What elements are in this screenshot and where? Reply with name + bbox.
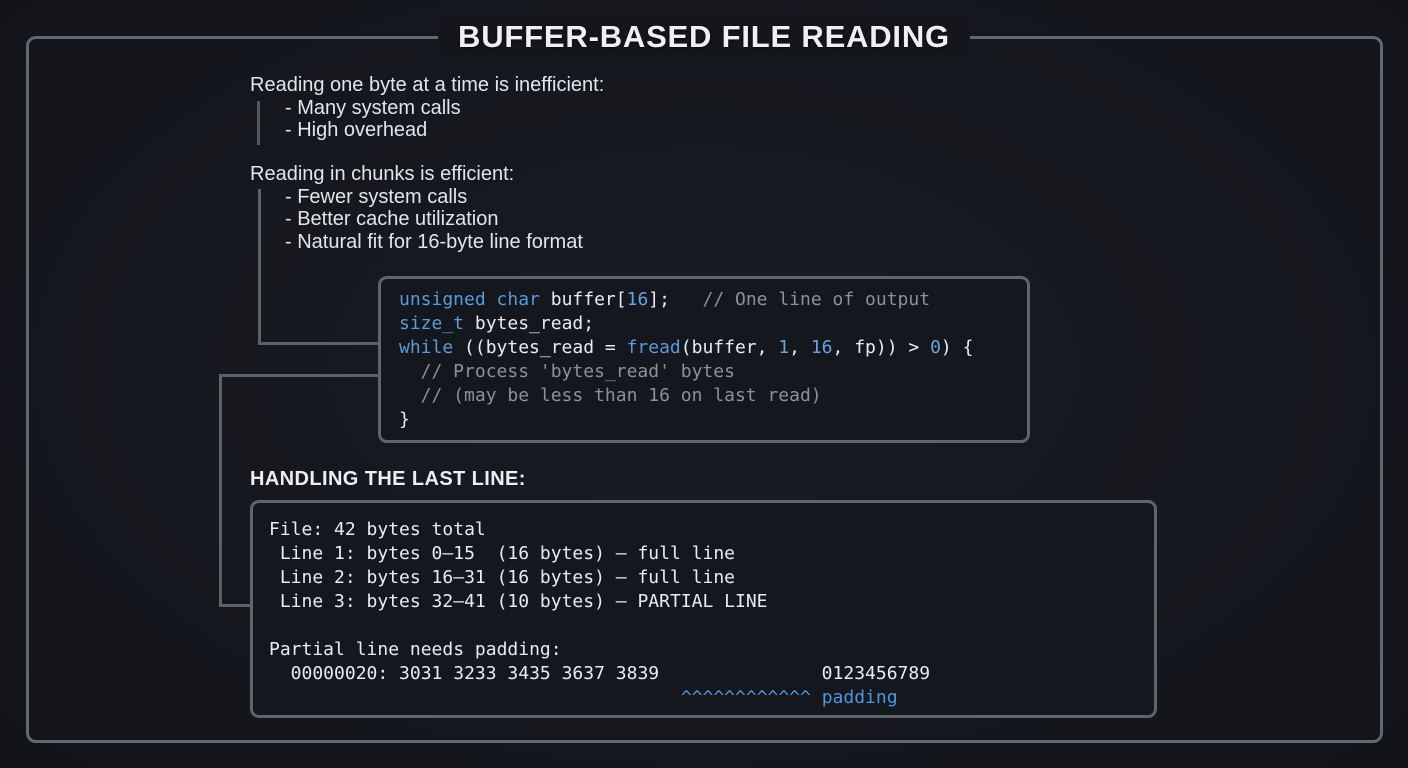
- section-inefficient-bullets: - Many system calls- High overhead: [250, 97, 604, 142]
- text-line: File: 42 bytes total: [269, 519, 486, 540]
- text-line: // Process 'bytes_read' bytes: [399, 361, 735, 382]
- text-line: 00000020: 3031 3233 3435 3637 3839 01234…: [269, 663, 931, 684]
- bullet-item: - Natural fit for 16-byte line format: [285, 230, 583, 253]
- text-line: Line 1: bytes 0–15 (16 bytes) – full lin…: [269, 543, 735, 564]
- bullet-accent-line: [257, 101, 260, 145]
- text-line: }: [399, 409, 410, 430]
- section-efficient-bullets: - Fewer system calls- Better cache utili…: [250, 186, 583, 254]
- text-line: Line 3: bytes 32–41 (10 bytes) – PARTIAL…: [269, 591, 768, 612]
- section-inefficient-heading: Reading one byte at a time is inefficien…: [250, 74, 605, 96]
- lastline-heading: HANDLING THE LAST LINE:: [250, 468, 526, 490]
- bullet-item: - Many system calls: [285, 96, 461, 119]
- code-block: unsigned char buffer[16]; // One line of…: [381, 279, 1027, 432]
- text-line: size_t bytes_read;: [399, 313, 595, 334]
- connector-code-vertical: [258, 189, 261, 345]
- connector-code-horizontal: [258, 342, 380, 345]
- text-line: [269, 614, 1154, 638]
- text-line: ^^^^^^^^^^^^ padding: [680, 687, 898, 708]
- lastline-panel: File: 42 bytes total Line 1: bytes 0–15 …: [250, 500, 1157, 718]
- text-line: Partial line needs padding:: [269, 639, 562, 660]
- section-efficient-heading: Reading in chunks is efficient:: [250, 163, 515, 185]
- section-efficient: Reading in chunks is efficient: - Fewer …: [250, 163, 583, 253]
- connector-lastline-vertical: [219, 374, 222, 607]
- lastline-block: File: 42 bytes total Line 1: bytes 0–15 …: [253, 503, 1154, 710]
- text-line: // (may be less than 16 on last read): [399, 385, 822, 406]
- bullet-item: - Fewer system calls: [285, 185, 468, 208]
- section-inefficient: Reading one byte at a time is inefficien…: [250, 74, 604, 142]
- text-line: while ((bytes_read = fread(buffer, 1, 16…: [399, 337, 974, 358]
- text-line: Line 2: bytes 16–31 (16 bytes) – full li…: [269, 567, 735, 588]
- bullet-item: - Better cache utilization: [285, 208, 499, 230]
- connector-lastline-top: [219, 374, 380, 377]
- bullet-item: - High overhead: [285, 119, 428, 141]
- page-title: BUFFER-BASED FILE READING: [438, 17, 970, 59]
- text-line: unsigned char buffer[16]; // One line of…: [399, 289, 931, 310]
- connector-lastline-bottom: [219, 604, 253, 607]
- code-panel: unsigned char buffer[16]; // One line of…: [378, 276, 1030, 443]
